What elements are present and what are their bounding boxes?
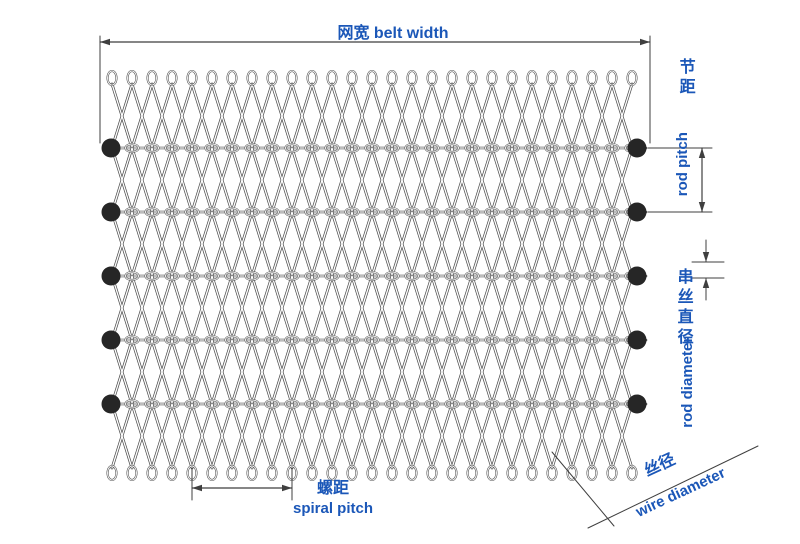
- rod-pitch-label-en: rod pitch: [673, 132, 691, 197]
- rod-diameter-label-en: rod diameter: [678, 336, 696, 428]
- rod-diameter-label-cn: 串丝直径: [674, 268, 692, 348]
- belt-width-label: 网宽 belt width: [337, 25, 449, 42]
- spiral-pitch-label-cn: 螺距: [316, 480, 349, 497]
- spiral-pitch-label-en: spiral pitch: [292, 500, 374, 517]
- rod-pitch-label-cn: 节距: [676, 58, 694, 98]
